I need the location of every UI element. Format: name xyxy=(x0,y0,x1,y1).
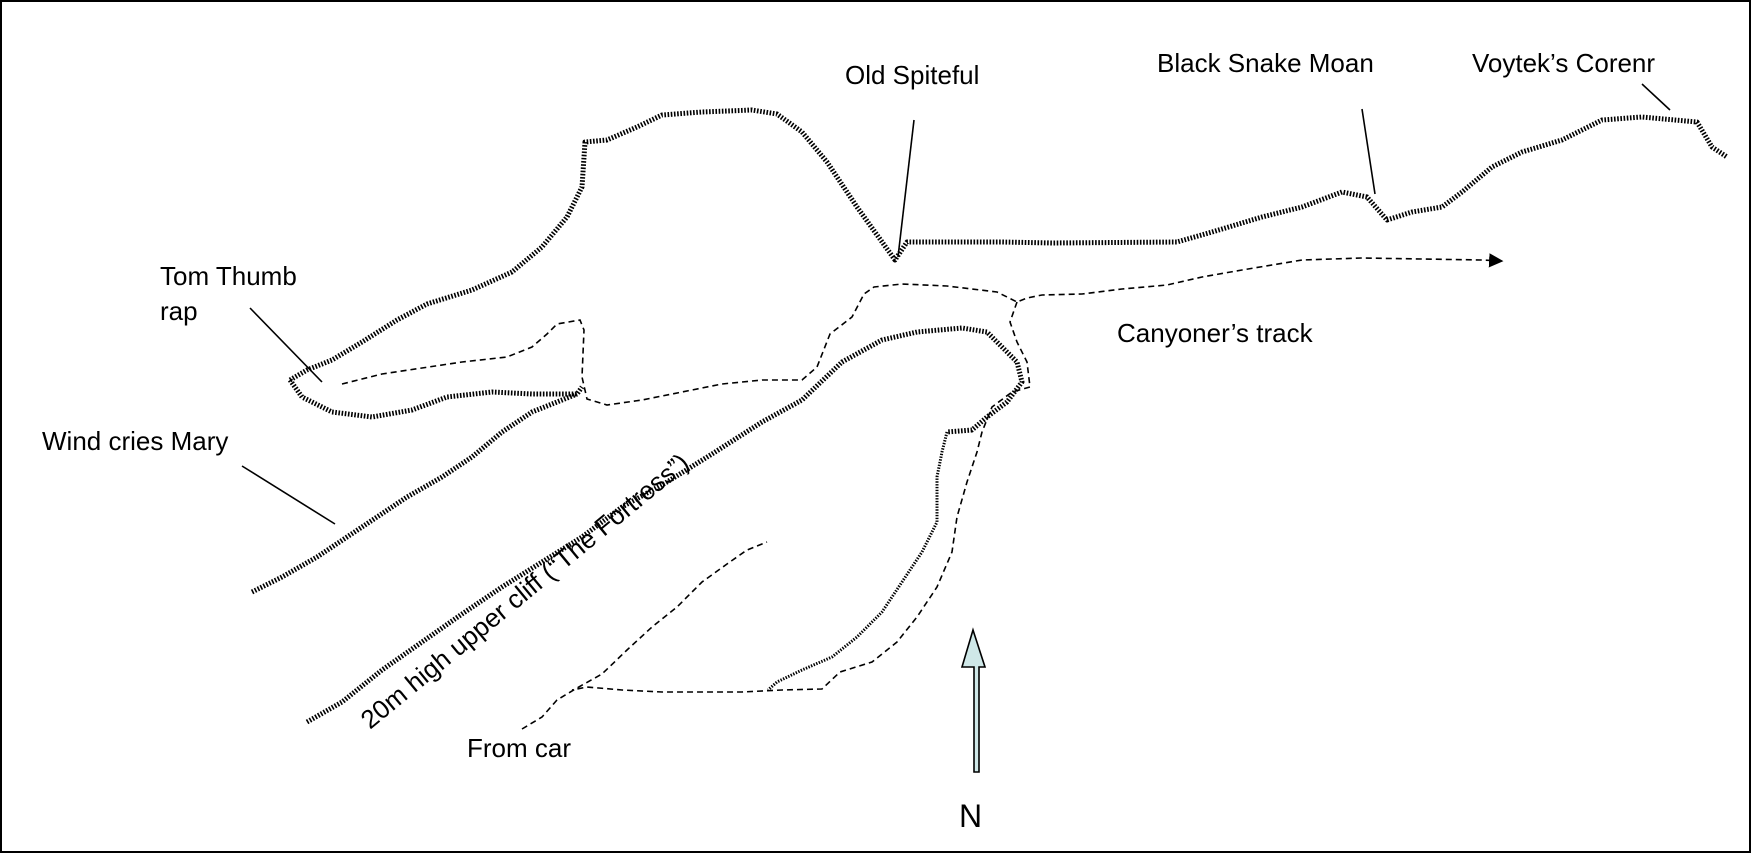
leader-voyteks-corner xyxy=(1641,83,1671,111)
tom-thumb-cliff-loop xyxy=(287,378,585,420)
from-car-track xyxy=(521,541,768,730)
label-old-spiteful: Old Spiteful xyxy=(845,60,979,90)
fortress-cliff-line xyxy=(305,325,1025,725)
label-wind-cries-mary: Wind cries Mary xyxy=(42,426,228,456)
leader-tom-thumb xyxy=(249,307,323,383)
upper-cliff-line xyxy=(288,107,1729,383)
label-tom-thumb-line2: rap xyxy=(160,296,198,326)
label-tom-thumb-line1: Tom Thumb xyxy=(160,261,297,291)
north-arrow xyxy=(960,627,987,773)
leader-old-spiteful xyxy=(897,119,915,258)
label-black-snake-moan: Black Snake Moan xyxy=(1157,48,1374,78)
label-from-car: From car xyxy=(467,733,571,763)
descending-cliff-line xyxy=(767,431,949,692)
label-canyoners-track: Canyoner’s track xyxy=(1117,318,1314,348)
wind-cries-mary-cliff xyxy=(250,391,578,595)
track-fortress-loop xyxy=(571,301,1031,693)
canyoners-track xyxy=(341,253,1504,406)
label-voyteks-corner: Voytek’s Corenr xyxy=(1472,48,1655,78)
leader-wind-cries-mary xyxy=(241,465,336,525)
label-north: N xyxy=(959,798,982,834)
label-fortress-cliff: 20m high upper cliff (“The Fortress”) xyxy=(355,447,695,735)
leader-black-snake-moan xyxy=(1361,108,1376,195)
